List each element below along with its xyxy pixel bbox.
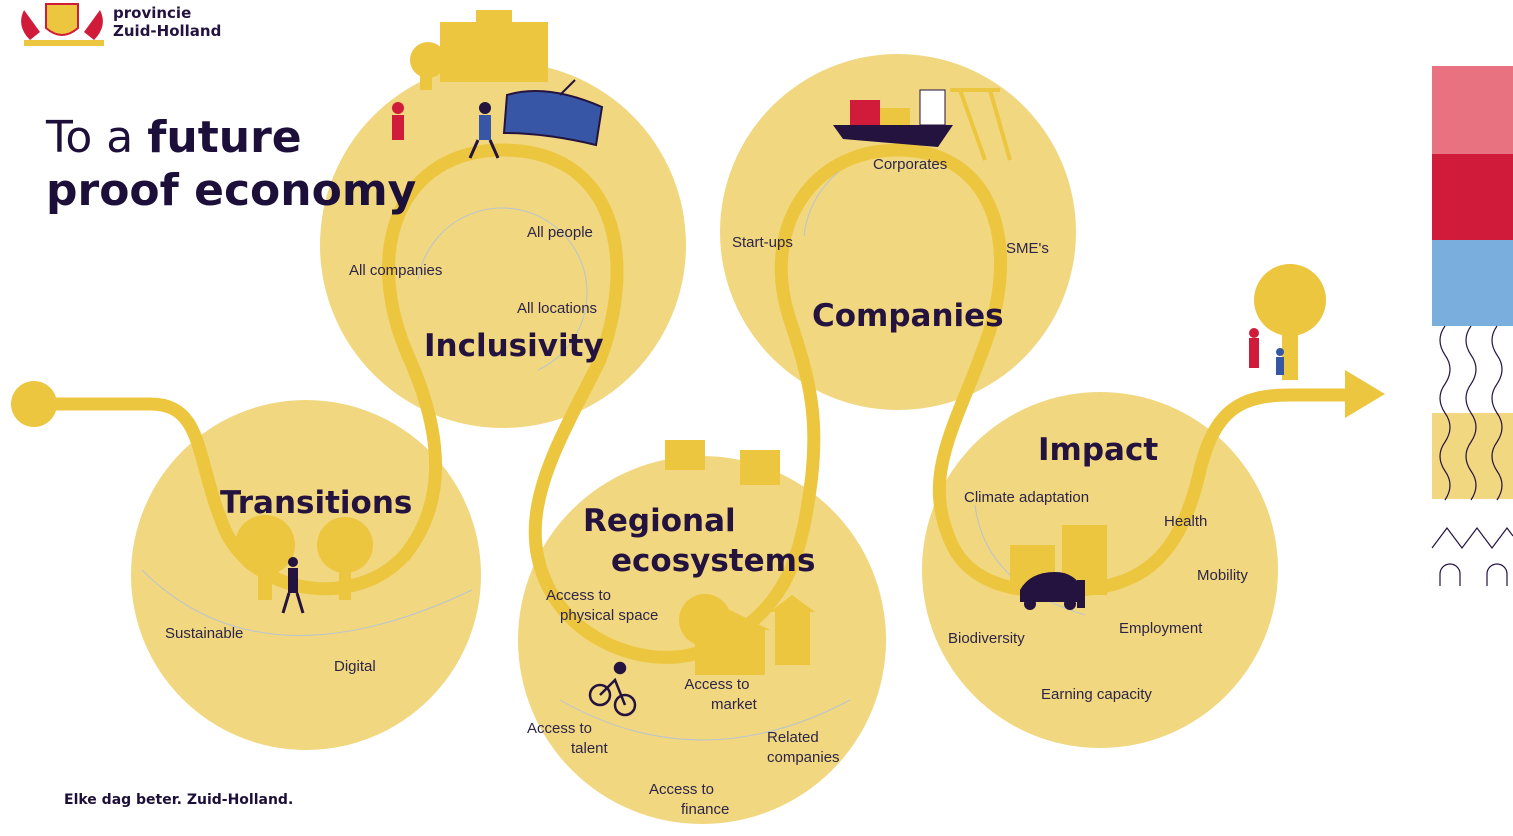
stripe-yellow [1432, 413, 1513, 499]
heading-inclusivity: Inclusivity [424, 328, 604, 364]
decorative-stripes [1431, 66, 1513, 586]
label-smes: SME's [1006, 240, 1049, 257]
houses-icon [665, 440, 815, 675]
label-access-market: Access to market [684, 676, 757, 714]
label-start-ups: Start-ups [732, 234, 793, 251]
brand-name: provincie Zuid-Holland [113, 4, 221, 40]
label-all-locations: All locations [517, 300, 598, 317]
cyclist-icon [588, 661, 637, 717]
road-arrow-head [1345, 370, 1385, 418]
heading-regional-line-2: ecosystems [611, 543, 816, 579]
label-biodiversity: Biodiversity [948, 630, 1025, 647]
tram-icon [502, 79, 604, 147]
inner-arcs [141, 149, 1086, 741]
harbour-crane-icon [950, 88, 1012, 161]
title-bold-2: proof economy [46, 164, 417, 216]
circle-inclusivity [320, 62, 686, 428]
label-all-companies: All companies [349, 262, 443, 279]
brand-line-1: provincie [113, 4, 192, 22]
stripe-pink [1432, 66, 1513, 154]
page-title: To a future proof economy [46, 112, 416, 218]
heading-regional-line-1: Regional [583, 503, 736, 539]
pedestrians-icon [392, 102, 500, 159]
heading-companies: Companies [812, 298, 1004, 334]
label-related-companies: Related companies [767, 729, 840, 767]
stripe-blue [1432, 240, 1513, 326]
heading-impact: Impact [1038, 432, 1159, 468]
title-part-1: To a [46, 112, 148, 163]
label-health: Health [1164, 513, 1208, 530]
label-climate-adaptation: Climate adaptation [964, 489, 1090, 506]
walker-icon [281, 557, 305, 614]
label-earning-capacity: Earning capacity [1041, 686, 1152, 703]
label-corporates: Corporates [873, 156, 948, 173]
wave-pattern [1431, 325, 1513, 586]
cargo-ship-icon [833, 89, 953, 147]
tagline: Elke dag beter. Zuid-Holland. [64, 792, 294, 808]
label-access-physical-space: Access to physical space [546, 587, 659, 625]
city-buildings-icon [410, 10, 548, 90]
label-sustainable: Sustainable [165, 625, 244, 642]
coat-of-arms-icon [21, 3, 104, 46]
heading-transitions: Transitions [220, 485, 413, 521]
circle-companies [720, 54, 1076, 410]
electric-car-icon [1020, 572, 1085, 610]
label-mobility: Mobility [1197, 567, 1248, 584]
circle-transitions [131, 400, 481, 750]
label-access-talent: Access to talent [527, 720, 608, 758]
tree-icon [235, 264, 1326, 646]
label-all-people: All people [527, 224, 593, 241]
label-digital: Digital [334, 658, 376, 675]
label-employment: Employment [1119, 620, 1203, 637]
brand-line-2: Zuid-Holland [113, 22, 222, 40]
stripe-red [1432, 154, 1513, 240]
label-access-finance: Access to finance [649, 781, 730, 819]
title-bold-1: future [147, 112, 302, 163]
family-walker-icon [1249, 328, 1284, 375]
